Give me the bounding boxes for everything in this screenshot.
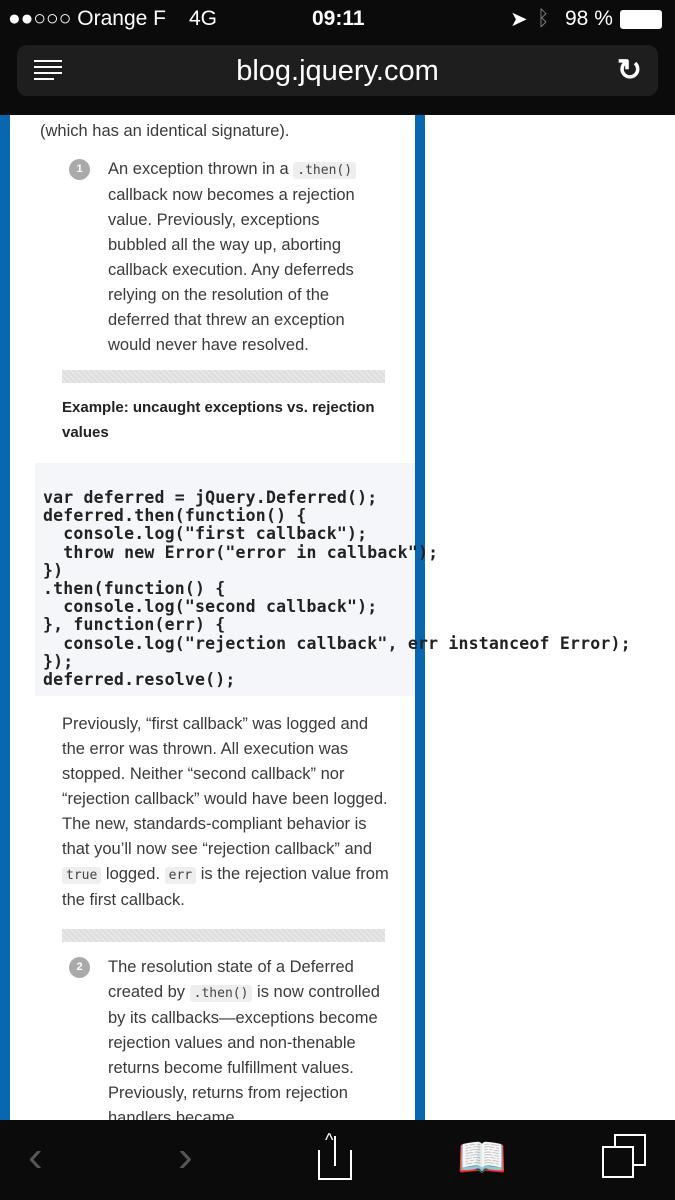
page-content: (which has an identical signature). 1 An… [0,115,675,1120]
browser-toolbar: ‹ › ^ 📖 [0,1120,675,1200]
separator [62,929,385,942]
code-text: var deferred = jQuery.Deferred(); deferr… [43,488,631,690]
back-icon[interactable]: ‹ [28,1132,43,1181]
address-bar[interactable]: blog.jquery.com ↻ [17,45,658,96]
share-icon[interactable]: ^ [318,1130,352,1180]
battery-percent: 98 % [565,7,613,30]
tabs-icon[interactable] [602,1134,646,1178]
right-border [415,115,425,1120]
item1-text: An exception thrown in a .then() callbac… [108,160,357,354]
example-heading: Example: uncaught exceptions vs. rejecti… [62,399,375,441]
bluetooth-icon: ᛒ [537,7,550,30]
battery-icon [620,10,662,29]
step-number: 2 [69,957,90,978]
url-text[interactable]: blog.jquery.com [236,55,439,87]
step-number: 1 [69,159,90,180]
carrier: ●●○○○ Orange F [8,7,166,30]
left-border [0,115,10,1120]
explanation-text: Previously, “first callback” was logged … [62,715,389,909]
network-type: 4G [189,7,218,30]
intro-text: (which has an identical signature). [40,122,290,140]
clock: 09:11 [312,7,365,30]
separator [62,370,385,383]
bookmarks-icon[interactable]: 📖 [457,1136,507,1180]
code-block [35,463,415,696]
reload-icon[interactable]: ↻ [616,54,642,87]
status-bar: ●●○○○ Orange F 4G 09:11 ➤ ᛒ 98 % [0,0,675,40]
reader-icon[interactable] [34,60,62,80]
location-icon: ➤ [510,8,528,31]
forward-icon[interactable]: › [178,1132,193,1181]
item2-text: The resolution state of a Deferred creat… [108,958,380,1120]
